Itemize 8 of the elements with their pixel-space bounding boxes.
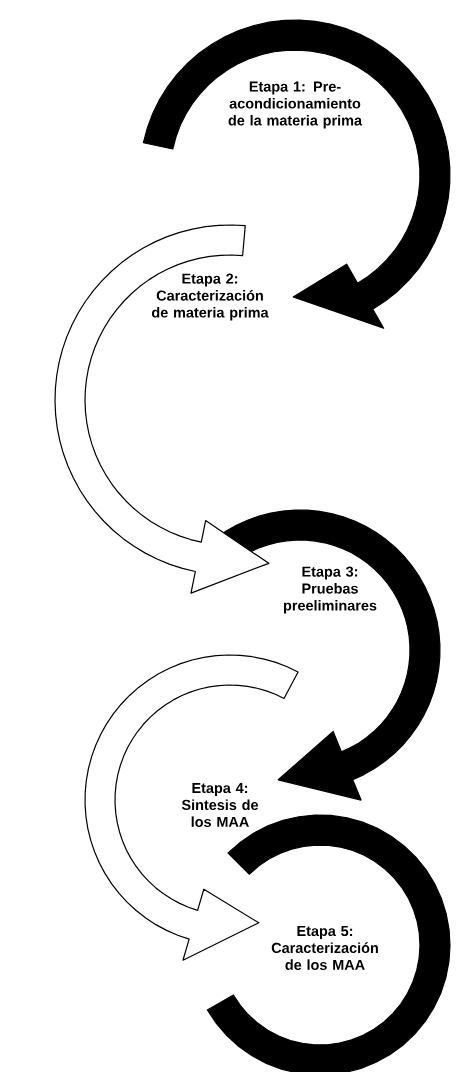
curved-arrow bbox=[54, 224, 270, 594]
stage-label: Etapa 4: Sintesis de los MAA bbox=[181, 783, 259, 827]
curved-arrow bbox=[142, 19, 451, 329]
stage-label: Etapa 3: Pruebas preeliminares bbox=[284, 566, 377, 614]
stage-label: Etapa 2: Caracterización de materia prima bbox=[152, 273, 269, 321]
stage-label: Etapa 1: Pre-acondicionamiento de la materia prima bbox=[228, 81, 363, 129]
curved-arrow bbox=[84, 654, 299, 961]
stage-label: Etapa 5: Caracterización de los MAA bbox=[271, 926, 378, 970]
